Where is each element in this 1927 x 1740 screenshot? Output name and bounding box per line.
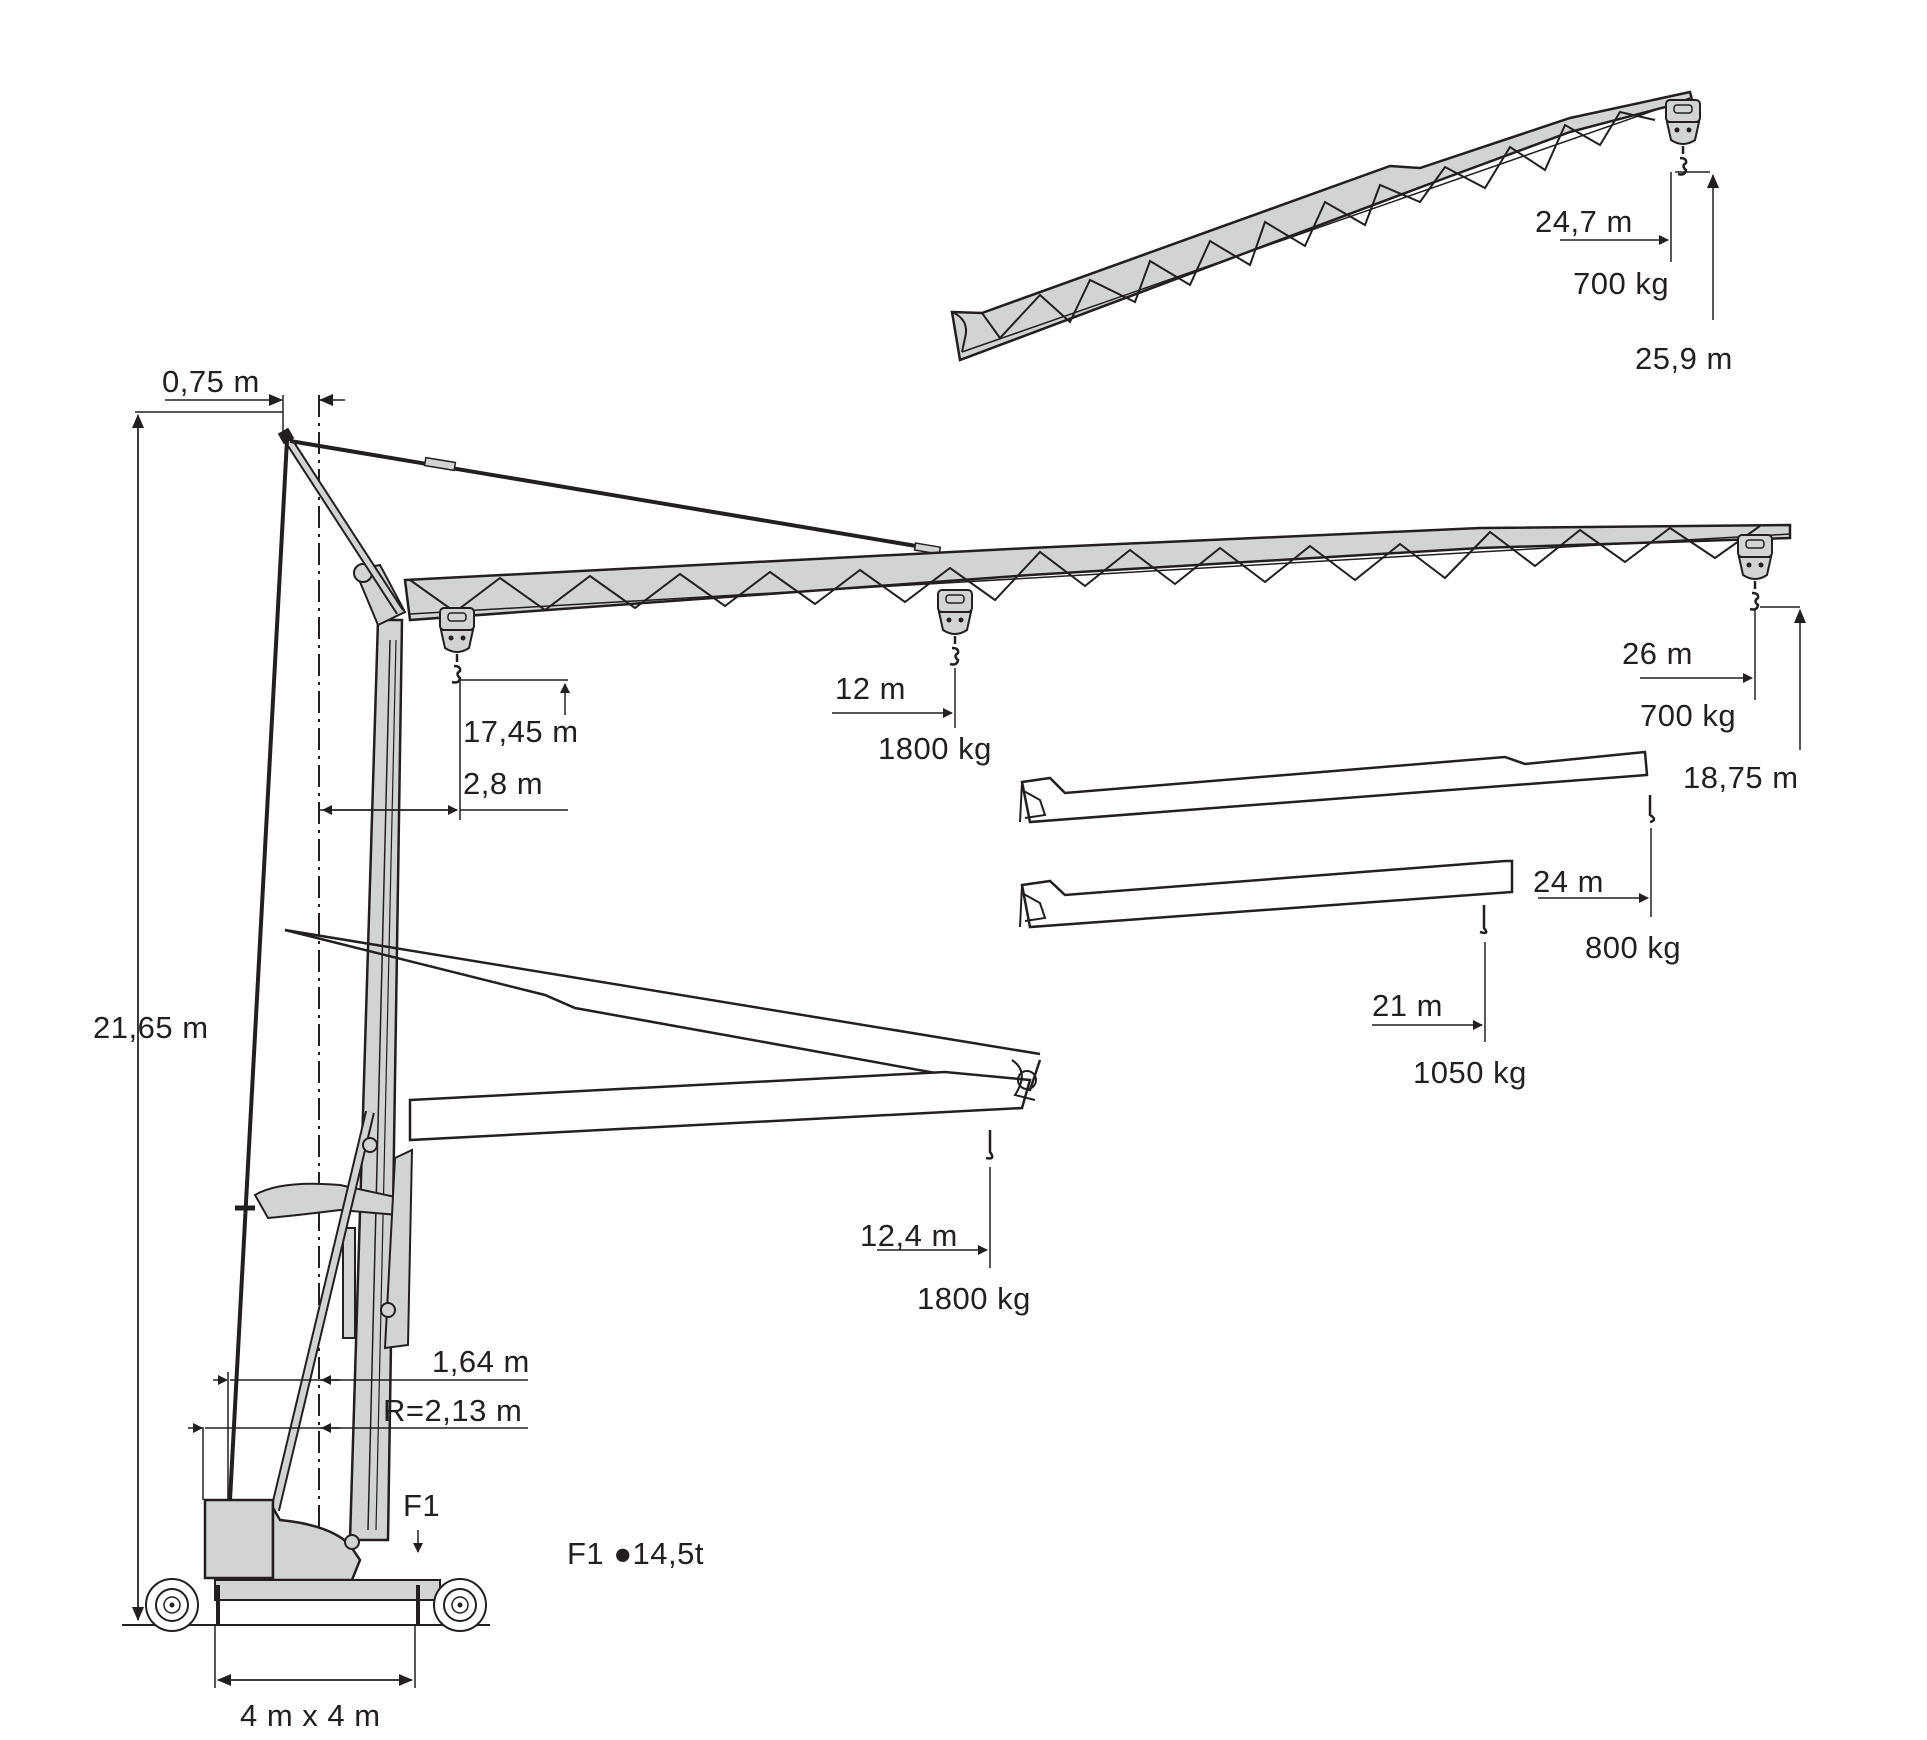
label-tail-radius: R=2,13 m: [383, 1393, 523, 1428]
top-strut: [277, 427, 404, 615]
reduced-jib-21: [1019, 859, 1514, 1042]
main-jib: [403, 523, 1792, 622]
label-reduced24-radius: 24 m: [1533, 864, 1604, 899]
label-inclined-load: 700 kg: [1573, 266, 1670, 301]
tower-offset-dimensions: [188, 1372, 528, 1500]
jib-offset-dimension: [165, 394, 345, 435]
label-total-height: 21,65 m: [93, 1010, 209, 1045]
label-base: 4 m x 4 m: [240, 1698, 381, 1733]
support-force-legend: F1 ●14,5t: [567, 1538, 704, 1569]
label-min-radius: 2,8 m: [463, 766, 544, 801]
label-hook-height-min: 17,45 m: [463, 714, 579, 749]
trolley-mid: [937, 589, 973, 666]
erection-mechanism: [235, 1110, 414, 1512]
label-inclined-hook-height: 25,9 m: [1635, 341, 1733, 376]
wheel-left: [145, 1578, 199, 1632]
folded-jib: [284, 928, 1042, 1268]
trolley-tip: [1737, 534, 1773, 611]
reduced-jib-24: [1019, 750, 1656, 917]
legend-value: 14,5t: [632, 1536, 704, 1571]
label-reduced21-load: 1050 kg: [1413, 1055, 1527, 1090]
back-stay-rope: [228, 439, 289, 1501]
label-mid-radius: 12 m: [835, 671, 906, 706]
label-mid-load: 1800 kg: [878, 731, 992, 766]
label-folded-load: 1800 kg: [917, 1281, 1031, 1316]
inclined-jib: [950, 90, 1694, 362]
base-width-dimension: [214, 1625, 416, 1688]
mid-radius-dimension: [832, 668, 956, 728]
inclined-jib-dimensions: [1560, 171, 1719, 320]
label-jib-offset: 0,75 m: [162, 364, 260, 399]
label-inclined-radius: 24,7 m: [1535, 204, 1633, 239]
chassis: [145, 1498, 487, 1632]
min-radius-dimensions: [320, 679, 570, 820]
trolley-min: [439, 607, 475, 684]
label-f1-arrow: F1: [403, 1488, 441, 1523]
label-tip-radius: 26 m: [1622, 636, 1693, 671]
wheel-right: [433, 1578, 487, 1632]
label-folded-radius: 12,4 m: [860, 1218, 958, 1253]
jib-tie-rod: [289, 439, 942, 555]
total-height-dimension: [132, 411, 283, 1621]
label-tip-hook-height: 18,75 m: [1683, 760, 1799, 795]
tip-radius-dimension: [1640, 606, 1806, 750]
inclined-jib-lattice: [981, 110, 1656, 340]
legend-dot-icon: ●: [613, 1536, 633, 1571]
legend-f1: F1: [567, 1536, 605, 1571]
label-reduced24-load: 800 kg: [1585, 930, 1682, 965]
label-reduced21-radius: 21 m: [1372, 988, 1443, 1023]
label-tower-offset: 1,64 m: [432, 1344, 530, 1379]
inclined-trolley: [1665, 99, 1701, 176]
ballast-block: [203, 1498, 275, 1580]
jib-lattice: [409, 525, 1761, 614]
label-tip-load: 700 kg: [1640, 698, 1737, 733]
